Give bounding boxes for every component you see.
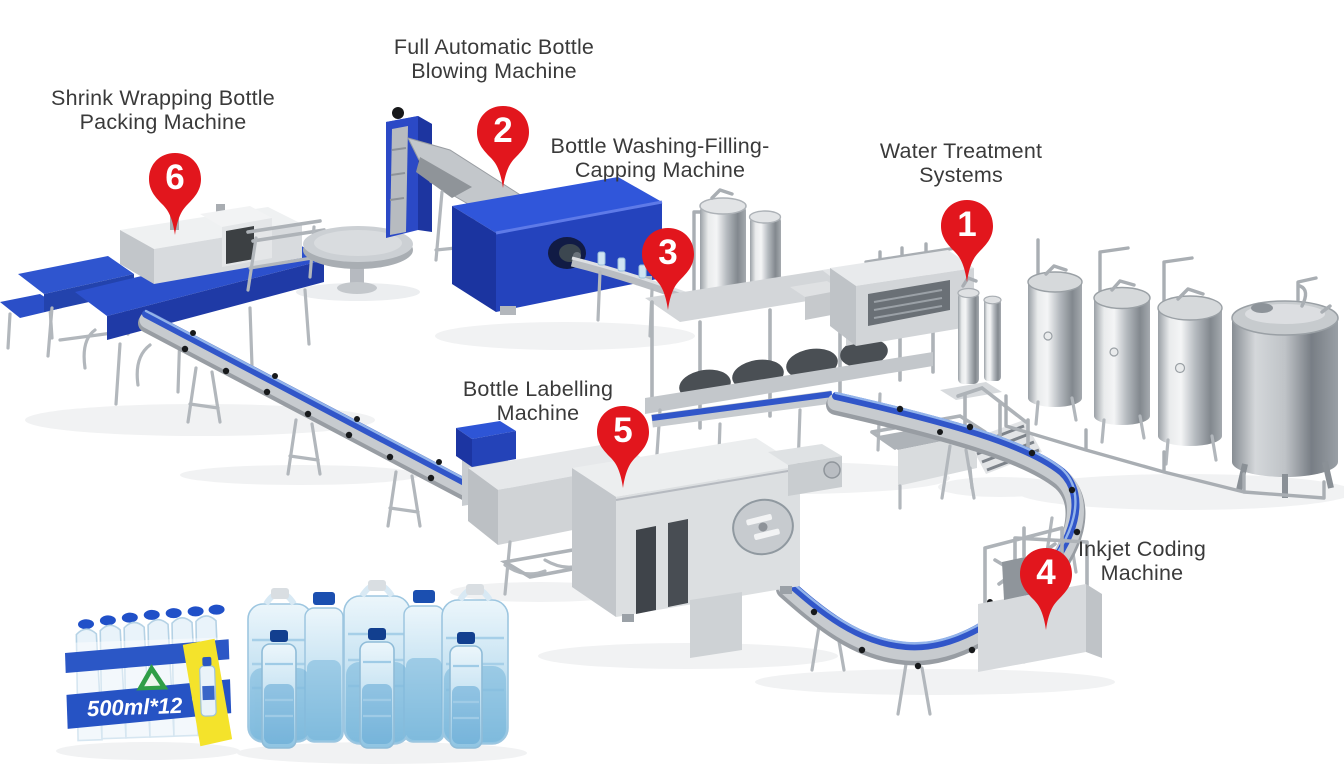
conveyor-diagonal (138, 309, 488, 528)
station-label-labelling-machine: Bottle Labelling Machine (462, 377, 614, 425)
pack-size-text: 500ml*12 (87, 693, 184, 721)
labelling-machine (572, 438, 842, 658)
location-pin-icon (477, 106, 529, 188)
pin-marker-6: 6 (146, 151, 204, 237)
pin-marker-1: 1 (938, 198, 996, 284)
pin-marker-3: 3 (639, 226, 697, 312)
station-label-shrink-wrapping: Shrink Wrapping Bottle Packing Machine (51, 86, 275, 134)
conveyor-clamps (181, 330, 442, 482)
product-bottle-group (247, 580, 509, 749)
station-label-inkjet-coding: Inkjet Coding Machine (1077, 537, 1207, 585)
rotary-accumulation-table (303, 226, 413, 294)
station-label-filling-machine: Bottle Washing-Filling- Capping Machine (550, 134, 770, 182)
station-label-water-treatment: Water Treatment Systems (879, 139, 1043, 187)
location-pin-icon (149, 153, 201, 235)
location-pin-icon (941, 200, 993, 282)
storage-tanks (1004, 238, 1339, 500)
bottle-blowing-machine (386, 107, 663, 315)
location-pin-icon (642, 228, 694, 310)
station-label-blowing-machine: Full Automatic Bottle Blowing Machine (393, 35, 595, 83)
pin-marker-5: 5 (594, 404, 652, 490)
location-pin-icon (597, 406, 649, 488)
pin-marker-4: 4 (1017, 546, 1075, 632)
location-pin-icon (1020, 548, 1072, 630)
pin-marker-2: 2 (474, 104, 532, 190)
product-shrink-pack: 500ml*12 (64, 604, 233, 747)
